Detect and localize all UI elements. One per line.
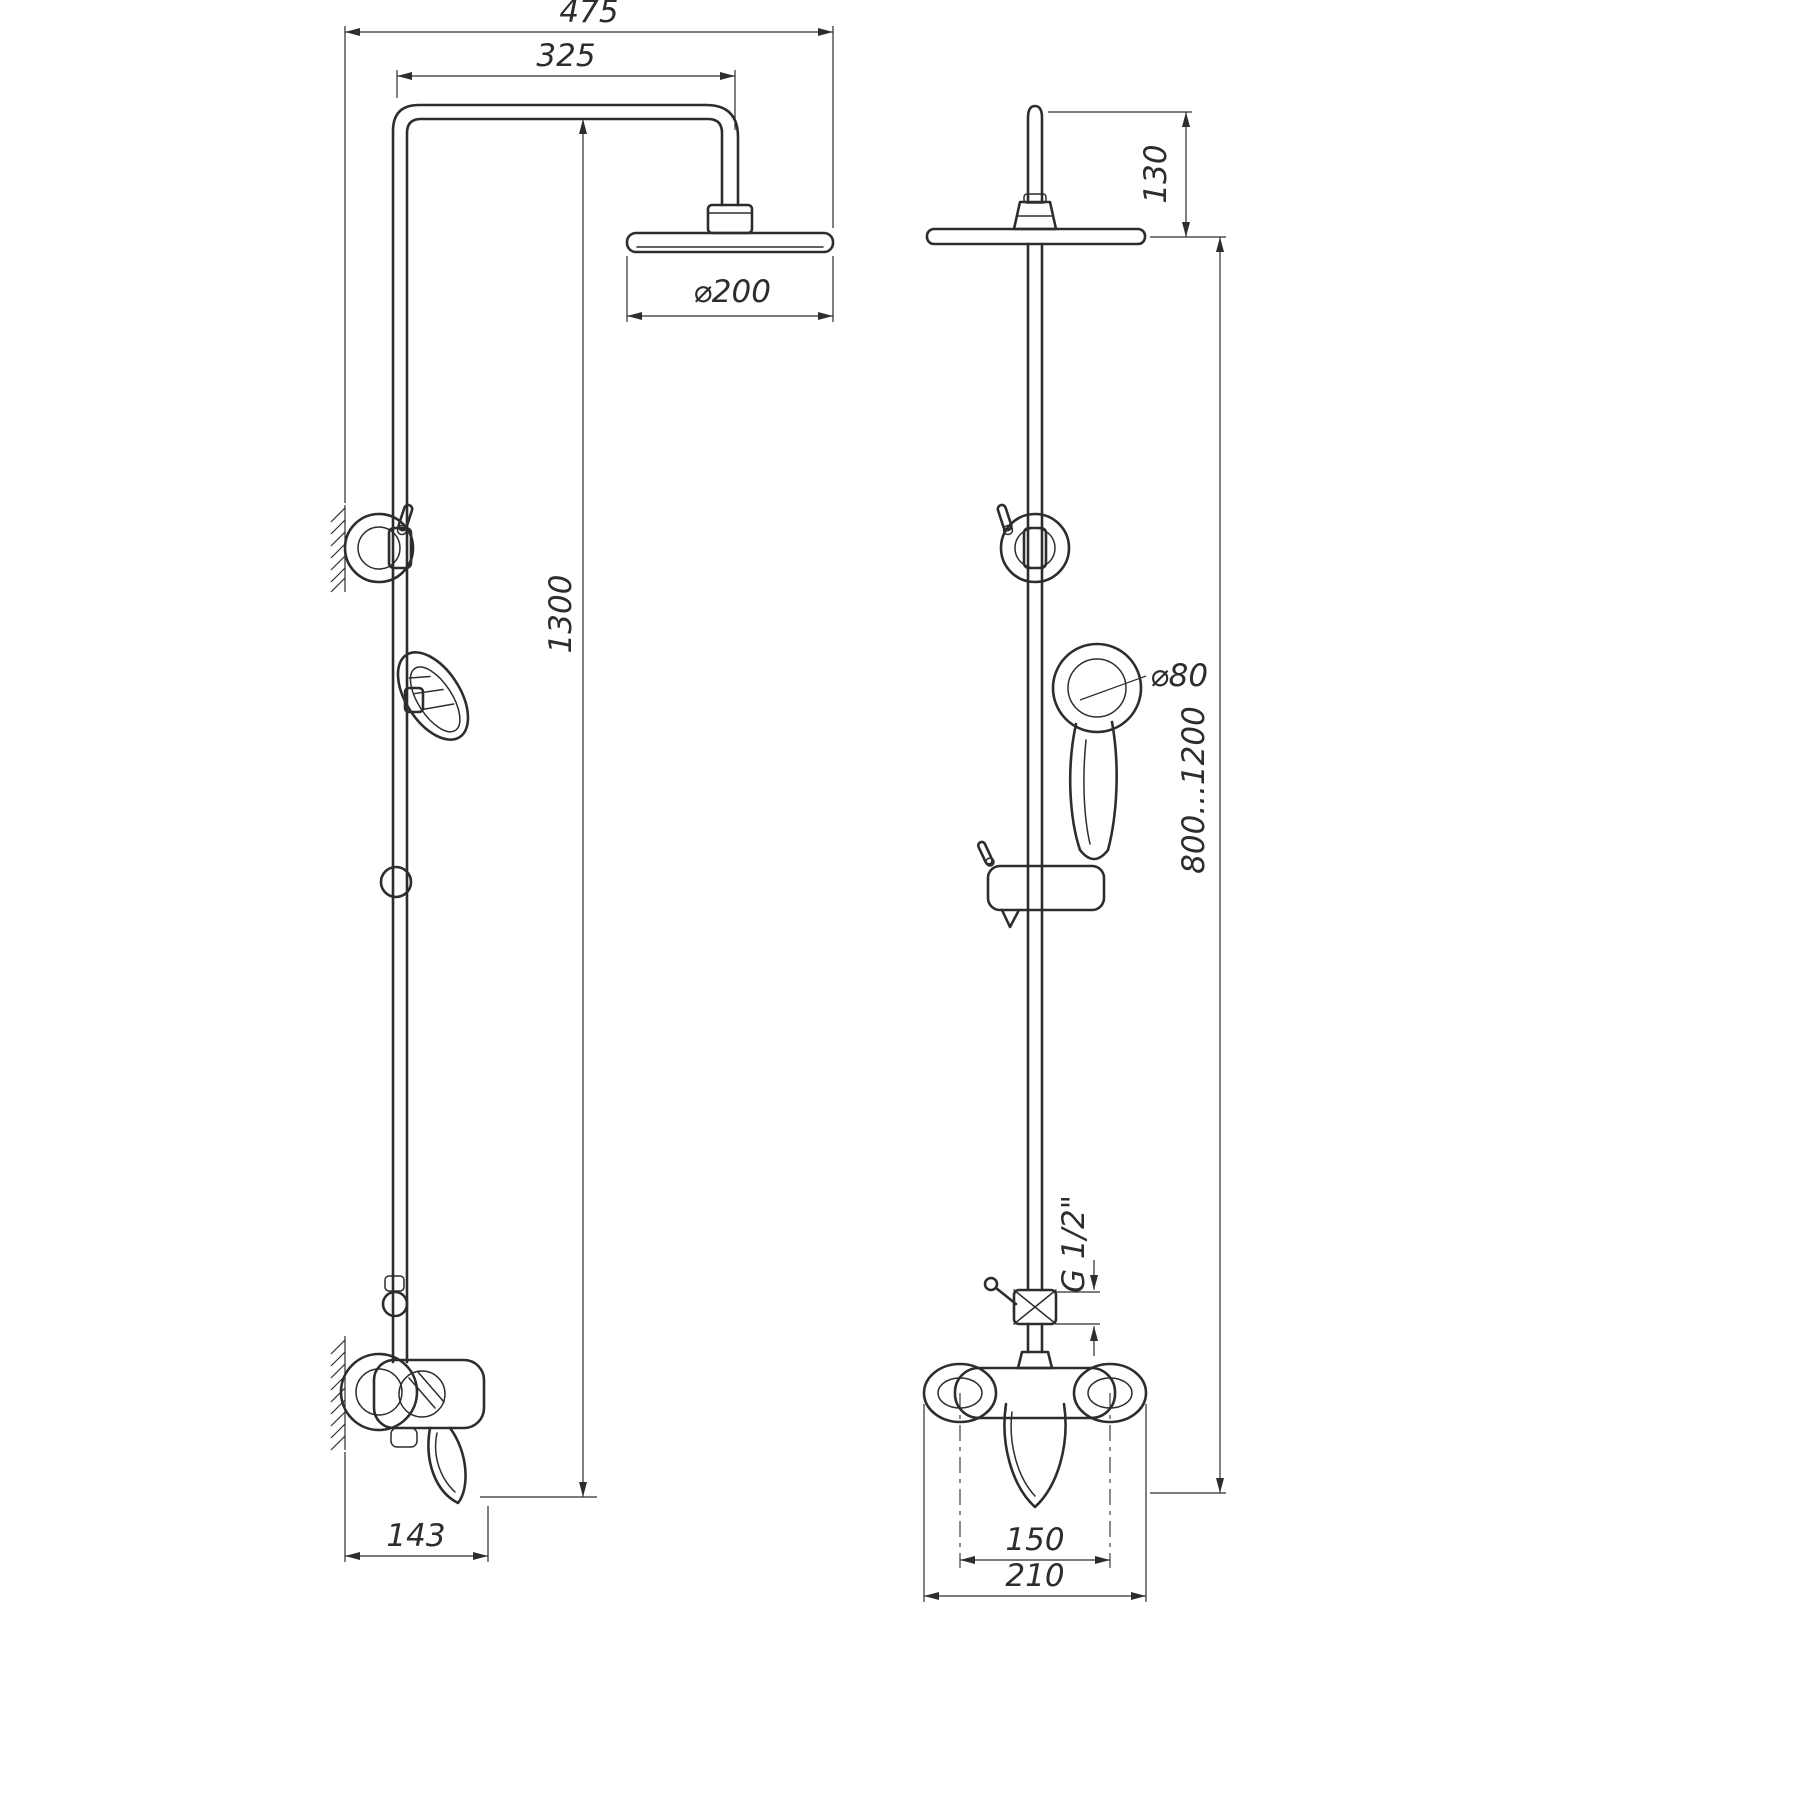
dim-column-height-label: 1300 — [543, 575, 579, 654]
dim-column-height: 1300 — [480, 119, 597, 1498]
dim-mixer-width: 210 — [923, 1404, 1147, 1602]
front-view: 130 ⌀80 800...1200 G 1/2" 150 — [922, 104, 1226, 1602]
slider-ring-side — [379, 865, 413, 899]
dim-head-diameter-label: ⌀200 — [693, 274, 771, 310]
dim-handset-diameter: ⌀80 — [1079, 658, 1208, 701]
dim-total-width: 475 — [344, 0, 834, 503]
dim-total-width-label: 475 — [559, 0, 618, 30]
shower-head-front — [925, 193, 1147, 246]
dim-mixer-width-label: 210 — [1005, 1558, 1064, 1594]
dim-mixer-depth-label: 143 — [386, 1518, 445, 1554]
hand-shower-front — [1051, 642, 1143, 861]
wall-hatch-upper — [330, 505, 346, 593]
dim-head-drop: 130 — [1048, 111, 1226, 238]
dim-thread-size-label: G 1/2" — [1056, 1195, 1092, 1293]
hand-shower-side — [396, 651, 470, 741]
side-view: 475 325 ⌀200 1300 143 — [330, 0, 835, 1562]
wall-hatch-lower — [330, 1336, 346, 1451]
riser-pipe-front — [1026, 104, 1044, 1354]
thread-fitting-front — [983, 1276, 1058, 1326]
dim-head-drop-label: 130 — [1138, 144, 1174, 203]
mixer-side — [339, 1352, 486, 1505]
dim-arm-reach-label: 325 — [536, 38, 595, 74]
dim-inlet-spacing-label: 150 — [1005, 1522, 1064, 1558]
dim-thread-size: G 1/2" — [1056, 1195, 1100, 1356]
dim-install-height: 800...1200 — [1150, 237, 1226, 1494]
wall-bracket-upper-front — [996, 503, 1071, 584]
dim-inlet-spacing: 150 — [959, 1393, 1111, 1568]
mixer-front — [922, 1350, 1148, 1509]
hose-outlet-side — [381, 1275, 409, 1318]
wall-bracket-upper-side — [343, 503, 415, 584]
dim-arm-reach: 325 — [396, 38, 736, 130]
shower-head-side — [625, 203, 835, 254]
dim-install-height-label: 800...1200 — [1176, 706, 1212, 874]
dim-handset-diameter-label: ⌀80 — [1150, 658, 1208, 694]
slider-bracket-front — [976, 840, 1106, 929]
dim-mixer-depth: 143 — [344, 1452, 489, 1562]
riser-pipe-side — [391, 103, 740, 1364]
dim-head-diameter: ⌀200 — [626, 256, 833, 322]
